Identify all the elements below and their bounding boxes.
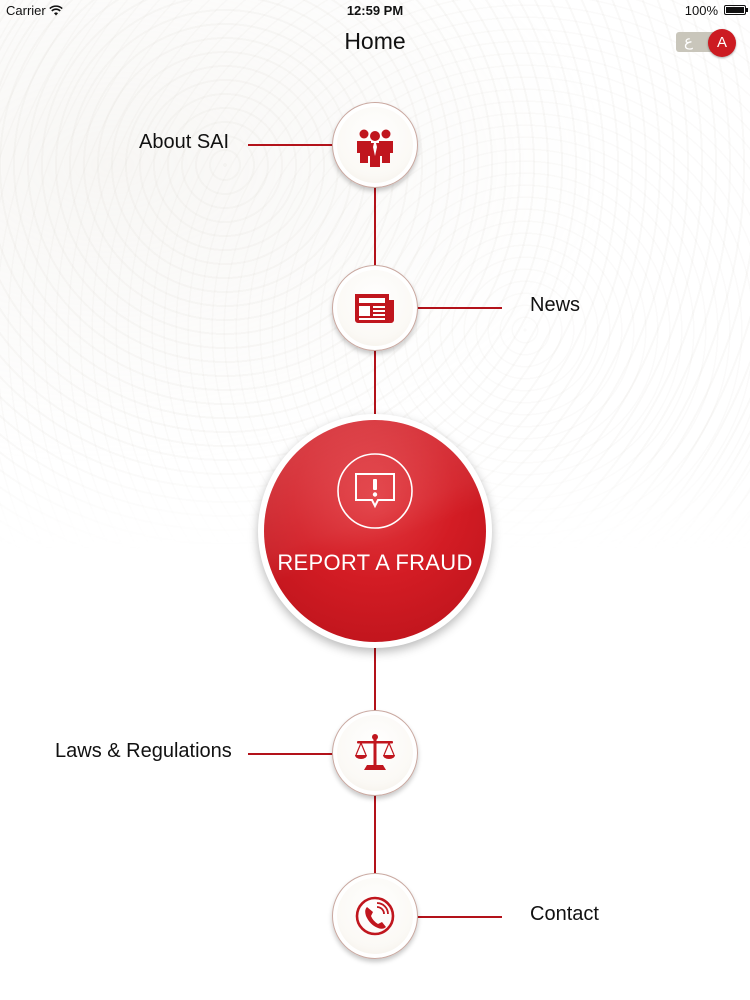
- arabic-option[interactable]: ع: [684, 33, 693, 50]
- wifi-icon: [49, 4, 63, 19]
- clock: 12:59 PM: [346, 3, 404, 18]
- report-fraud-label: REPORT A FRAUD: [277, 550, 473, 575]
- language-toggle[interactable]: ع A: [676, 29, 738, 57]
- connector-line: [374, 350, 376, 416]
- connector-line: [374, 646, 376, 712]
- news-button[interactable]: [332, 265, 418, 351]
- page-title: Home: [344, 28, 406, 54]
- status-bar: Carrier 12:59 PM 100%: [0, 0, 750, 22]
- gloss-highlight: [264, 420, 486, 642]
- battery-icon: [724, 5, 748, 15]
- connector-line: [248, 753, 334, 755]
- carrier-label: Carrier: [6, 3, 46, 18]
- about-sai-label[interactable]: About SAI: [139, 131, 230, 153]
- scales-icon: [353, 733, 397, 773]
- english-option[interactable]: A: [708, 29, 736, 57]
- connector-line: [416, 916, 502, 918]
- news-label[interactable]: News: [530, 294, 581, 316]
- laws-regulations-button[interactable]: [332, 710, 418, 796]
- contact-label[interactable]: Contact: [530, 903, 599, 925]
- connector-line: [374, 794, 376, 874]
- alert-speech-bubble-icon: [336, 452, 414, 535]
- laws-regulations-label[interactable]: Laws & Regulations: [55, 740, 232, 762]
- connector-line: [416, 307, 502, 309]
- newspaper-icon: [353, 290, 397, 326]
- battery-percent: 100%: [684, 3, 718, 18]
- report-fraud-button[interactable]: REPORT A FRAUD: [258, 414, 492, 648]
- report-fraud-face: REPORT A FRAUD: [264, 420, 486, 642]
- about-sai-button[interactable]: [332, 102, 418, 188]
- people-icon: [353, 123, 397, 167]
- connector-line: [374, 186, 376, 268]
- phone-icon: [353, 894, 397, 938]
- contact-button[interactable]: [332, 873, 418, 959]
- connector-line: [248, 144, 334, 146]
